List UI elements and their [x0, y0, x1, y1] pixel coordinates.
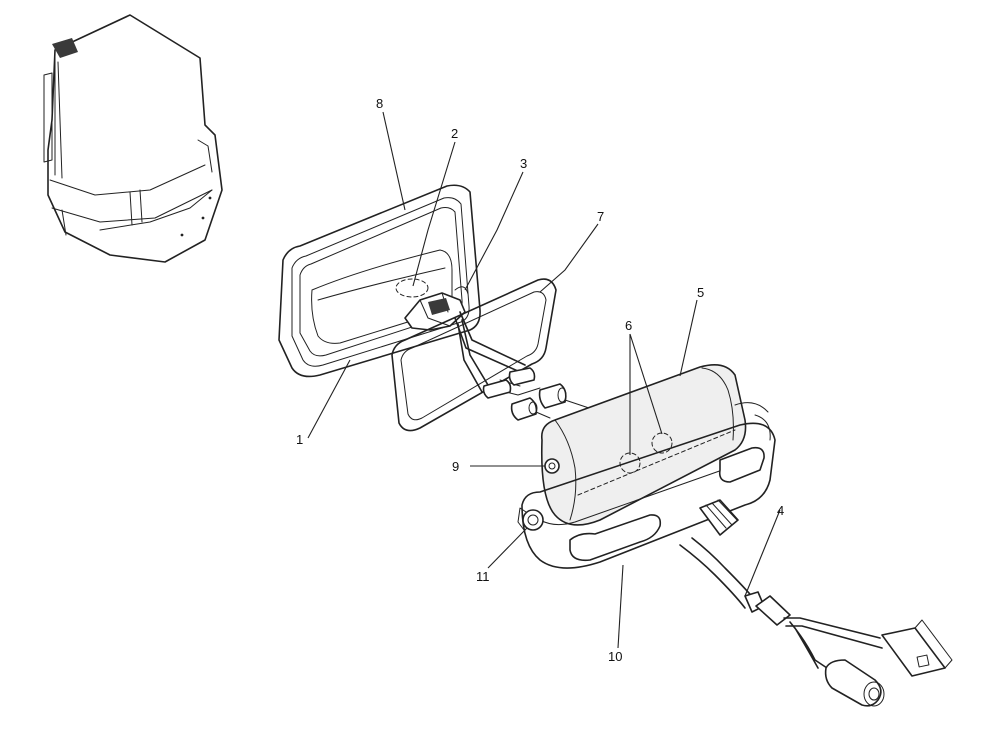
cable-plug-round: [824, 659, 885, 707]
lamp-housing: [540, 364, 747, 526]
callout-8: 8: [376, 96, 383, 111]
bulb-socket: [404, 286, 469, 331]
ribbed-grommet: [699, 499, 739, 536]
callout-5: 5: [697, 285, 704, 300]
callout-1: 1: [296, 432, 303, 447]
cable-plug-square: [881, 619, 953, 677]
callout-labels: 1 2 3 4 5 6 7 8 9 10 11: [296, 96, 784, 664]
callout-9: 9: [452, 459, 459, 474]
lamp-frame: [278, 184, 481, 378]
bullet-connectors: [482, 367, 596, 421]
callout-7: 7: [597, 209, 604, 224]
pivot-bolt: [517, 507, 544, 531]
lamp-wiring: [454, 311, 541, 396]
power-cable: [679, 537, 883, 671]
callout-6: 6: [625, 318, 632, 333]
mounting-bracket: [521, 402, 776, 569]
connector-a: [508, 367, 536, 386]
bulb: [395, 278, 429, 298]
callout-10: 10: [608, 649, 622, 664]
tractor-cab-icon: [43, 14, 223, 263]
connector-d: [510, 397, 538, 421]
callout-4: 4: [777, 503, 784, 518]
screws: [619, 432, 673, 474]
gasket: [391, 278, 557, 432]
adjuster-screw: [544, 458, 560, 474]
connector-b: [482, 379, 512, 399]
leader-lines: [307, 111, 781, 649]
callout-3: 3: [520, 156, 527, 171]
connector-c: [538, 383, 567, 409]
callout-11: 11: [476, 569, 490, 584]
callout-2: 2: [451, 126, 458, 141]
